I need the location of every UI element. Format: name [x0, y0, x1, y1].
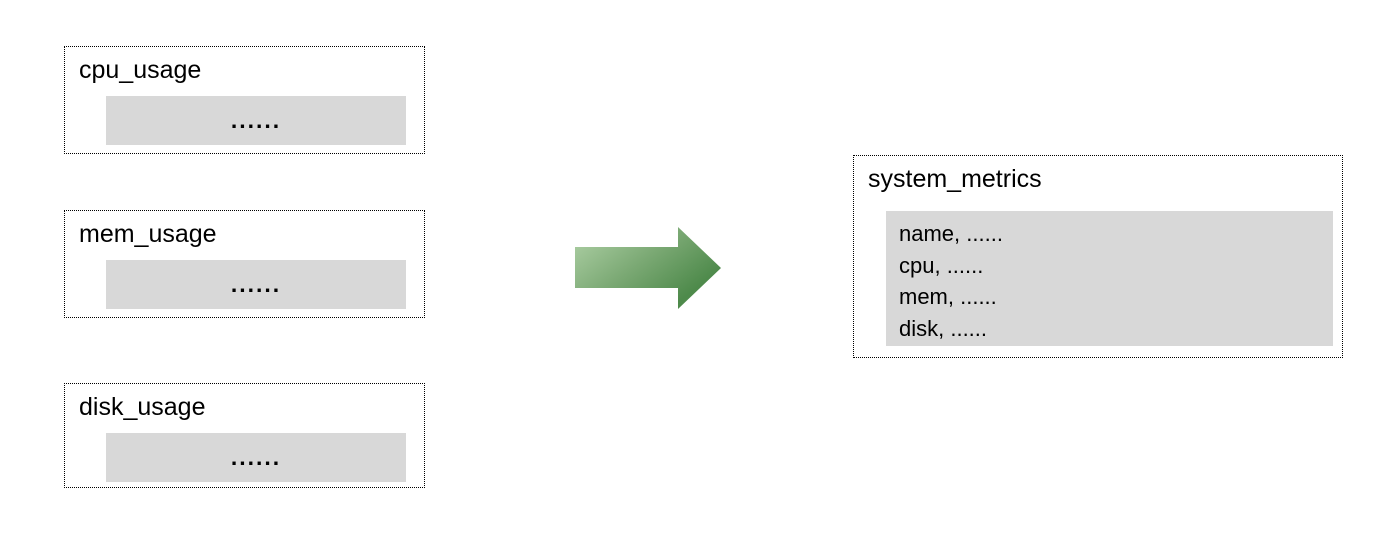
table-rows-placeholder: ......: [106, 433, 406, 482]
table-box-mem-usage: mem_usage ......: [64, 210, 425, 318]
ellipsis-text: ......: [230, 107, 282, 133]
ellipsis-text: ......: [230, 271, 282, 297]
table-title: system_metrics: [868, 165, 1042, 193]
table-title: mem_usage: [79, 220, 217, 248]
table-title: cpu_usage: [79, 56, 202, 84]
table-row: mem, ......: [899, 284, 997, 309]
table-row: name, ......: [899, 221, 1003, 246]
table-box-cpu-usage: cpu_usage ......: [64, 46, 425, 154]
table-box-system-metrics: system_metrics name, ...... cpu, ...... …: [853, 155, 1343, 358]
table-row: cpu, ......: [899, 252, 984, 278]
table-box-disk-usage: disk_usage ......: [64, 383, 425, 488]
ellipsis-text: ......: [230, 444, 282, 470]
merge-arrow-icon: [575, 227, 721, 309]
table-row: disk, ......: [899, 315, 988, 341]
table-rows-placeholder: ......: [106, 260, 406, 309]
table-rows-panel: name, ...... cpu, ...... mem, ...... dis…: [886, 211, 1333, 346]
table-title: disk_usage: [79, 393, 206, 421]
table-rows-placeholder: ......: [106, 96, 406, 145]
